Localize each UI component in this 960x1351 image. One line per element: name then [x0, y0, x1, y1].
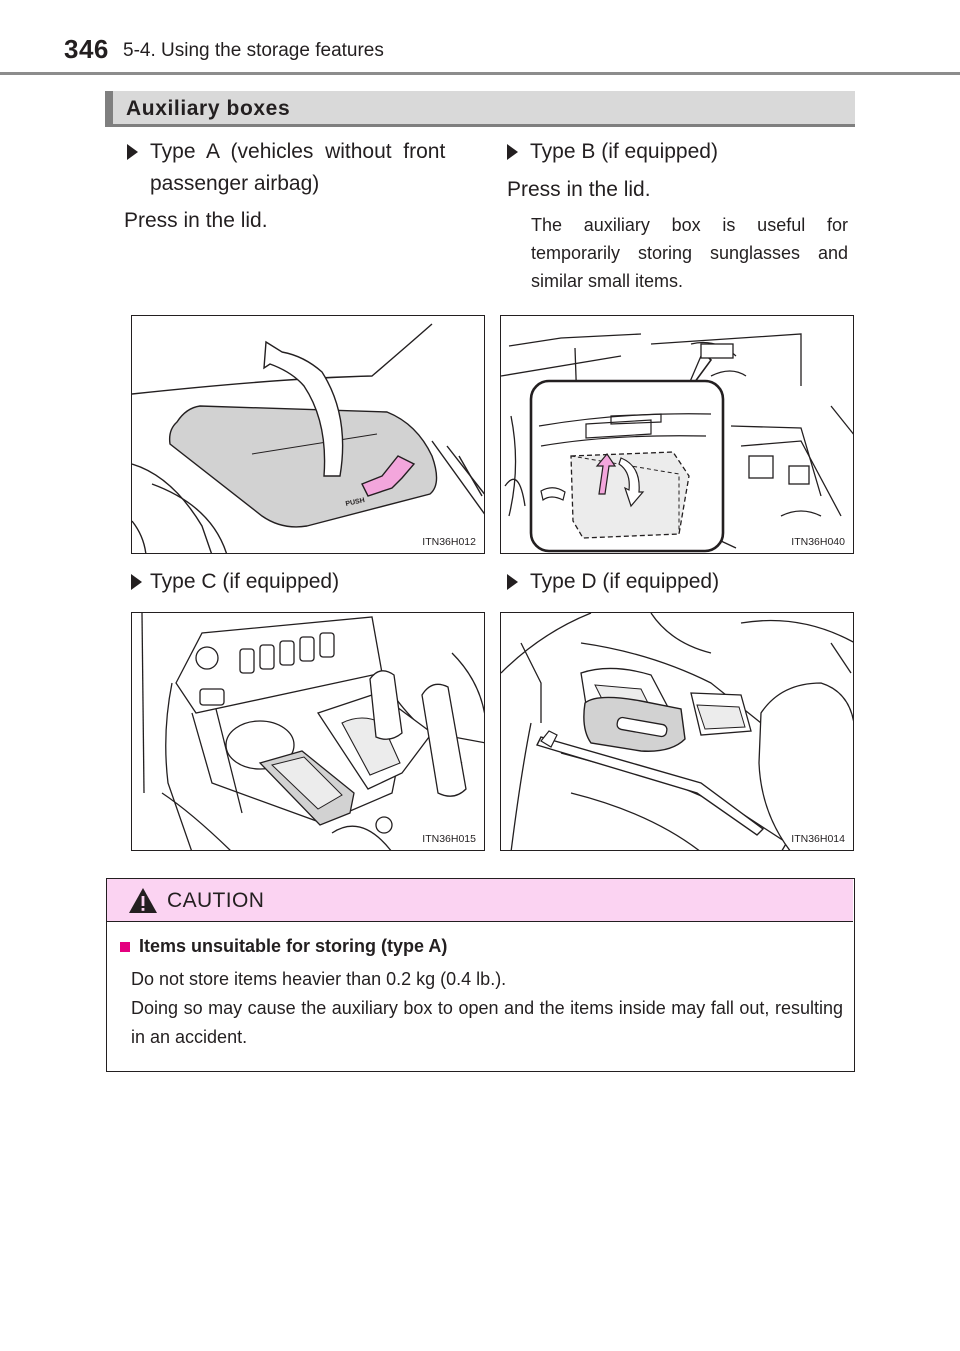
figure-type-d: ITN36H014	[500, 612, 854, 851]
caution-line-2: Doing so may cause the auxiliary box to …	[131, 998, 843, 1047]
bullet-triangle-icon	[131, 574, 142, 590]
bullet-triangle-icon	[507, 144, 518, 160]
type-b-instruction: Press in the lid.	[507, 178, 651, 201]
figure-type-c: ITN36H015	[131, 612, 485, 851]
bullet-triangle-icon	[127, 144, 138, 160]
section-title: 5-4. Using the storage features	[123, 40, 384, 61]
page-number: 346	[64, 34, 109, 64]
sub-heading: Auxiliary boxes	[105, 91, 855, 127]
caution-title: CAUTION	[167, 889, 265, 912]
push-label: PUSH	[345, 497, 365, 508]
header-rule	[0, 72, 960, 75]
type-a-label-line2: passenger airbag)	[150, 172, 320, 195]
type-a-label-line1: Type A (vehicles without front	[150, 140, 446, 163]
figure-type-a: PUSH ITN36H012	[131, 315, 485, 554]
caution-bullet-square-icon	[120, 942, 130, 952]
figure-code: ITN36H040	[791, 536, 845, 548]
type-a-instruction: Press in the lid.	[124, 209, 268, 232]
figure-code: ITN36H014	[791, 833, 845, 845]
figure-code: ITN36H015	[422, 833, 476, 845]
caution-body: Do not store items heavier than 0.2 kg (…	[131, 965, 843, 1052]
warning-icon	[129, 888, 157, 913]
bullet-triangle-icon	[507, 574, 518, 590]
caution-line-1: Do not store items heavier than 0.2 kg (…	[131, 969, 507, 989]
caution-box: CAUTION Items unsuitable for storing (ty…	[106, 878, 855, 1072]
caution-header: CAUTION	[107, 879, 853, 922]
figure-code: ITN36H012	[422, 536, 476, 548]
type-b-note: The auxiliary box is useful for temporar…	[531, 215, 848, 291]
figure-type-b: ITN36H040	[500, 315, 854, 554]
sub-heading-label: Auxiliary boxes	[126, 97, 291, 120]
sub-heading-bar	[105, 91, 113, 127]
type-b-label: Type B (if equipped)	[530, 140, 718, 163]
type-c-label: Type C (if equipped)	[150, 570, 340, 593]
caution-item-title: Items unsuitable for storing (type A)	[139, 936, 448, 956]
type-d-label: Type D (if equipped)	[530, 570, 720, 593]
